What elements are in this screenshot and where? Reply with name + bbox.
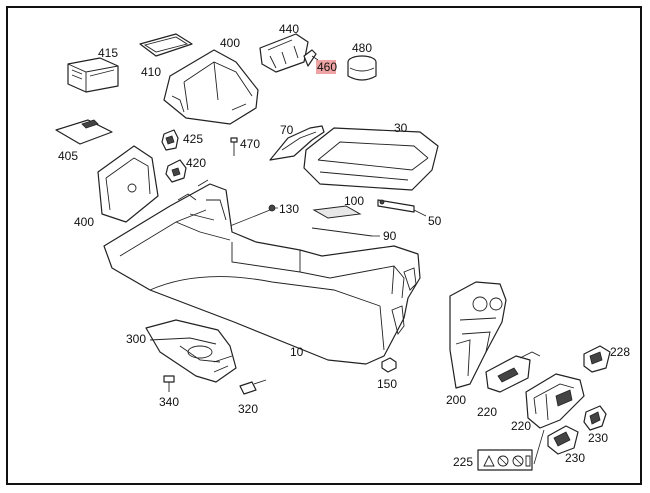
part-300-bracket[interactable] (145, 319, 237, 383)
label-225: 225 (453, 455, 473, 469)
label-130: 130 (279, 202, 299, 216)
part-405-mat[interactable] (55, 119, 113, 145)
label-10: 10 (290, 345, 304, 359)
part-400-side-storage[interactable] (97, 145, 159, 223)
label-70: 70 (280, 123, 294, 137)
label-220-b: 220 (511, 419, 531, 433)
part-50-hinge[interactable] (377, 199, 427, 217)
label-90: 90 (383, 229, 397, 243)
label-470: 470 (240, 137, 260, 151)
part-340-screw[interactable] (163, 375, 175, 392)
label-460: 460 (317, 60, 337, 74)
part-230-switch-a[interactable] (583, 405, 607, 431)
label-415: 415 (98, 46, 118, 60)
part-90-rod[interactable] (311, 227, 380, 237)
label-400-left: 400 (74, 215, 94, 229)
part-480-knob[interactable] (347, 55, 377, 81)
label-228: 228 (610, 345, 630, 359)
label-300: 300 (126, 332, 146, 346)
part-100-pad[interactable] (312, 205, 362, 219)
part-415-control-unit[interactable] (67, 57, 119, 93)
label-100: 100 (344, 194, 364, 208)
part-470-screw[interactable] (230, 137, 238, 156)
part-320-connector[interactable] (239, 379, 267, 395)
part-460-clip[interactable] (303, 49, 319, 67)
part-400-storage-compartment[interactable] (163, 49, 259, 125)
part-420-switch[interactable] (165, 159, 187, 183)
label-480: 480 (352, 41, 372, 55)
part-30-armrest[interactable] (303, 127, 439, 191)
label-340: 340 (159, 395, 179, 409)
label-410: 410 (141, 65, 161, 79)
part-228-switch[interactable] (583, 345, 611, 373)
label-220-a: 220 (477, 405, 497, 419)
part-150-nut[interactable] (381, 357, 397, 373)
label-230-a: 230 (588, 431, 608, 445)
part-200-front-panel[interactable] (449, 281, 507, 389)
label-320: 320 (238, 402, 258, 416)
part-220-switch-block-a[interactable] (485, 351, 541, 393)
label-420: 420 (186, 156, 206, 170)
label-425: 425 (183, 132, 203, 146)
part-130-clip[interactable] (229, 204, 278, 227)
label-440: 440 (279, 22, 299, 36)
part-425-switch[interactable] (161, 129, 179, 151)
part-440-cupholder[interactable] (259, 33, 309, 73)
part-70-trim-panel[interactable] (269, 125, 325, 161)
label-150: 150 (377, 377, 397, 391)
label-400-top: 400 (220, 36, 240, 50)
part-225-warning-label[interactable] (477, 449, 533, 471)
label-405: 405 (58, 149, 78, 163)
label-200: 200 (446, 393, 466, 407)
part-10-center-console[interactable] (103, 179, 421, 365)
label-30: 30 (394, 121, 408, 135)
part-230-switch-b[interactable] (533, 425, 579, 465)
part-220-switch-panel-b[interactable] (525, 373, 585, 429)
highlight-460 (316, 60, 336, 74)
label-230-b: 230 (565, 451, 585, 465)
label-50: 50 (428, 214, 442, 228)
part-410-mat[interactable] (139, 33, 193, 57)
